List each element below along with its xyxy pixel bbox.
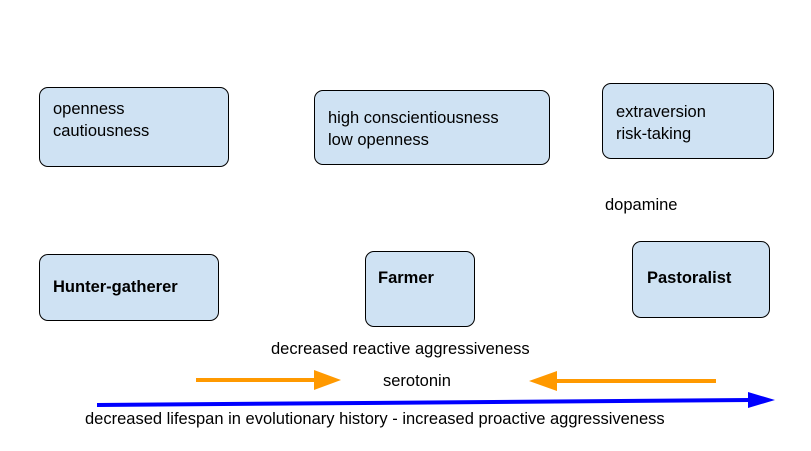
- pastoralist-trait-risk-taking: risk-taking: [616, 125, 692, 143]
- pastoralist-box: Pastoralist: [632, 241, 770, 318]
- hunter-gatherer-box: Hunter-gatherer: [39, 254, 219, 321]
- hunter-trait-openness: openness: [53, 100, 125, 118]
- reactive-aggressiveness-label: decreased reactive aggressiveness: [271, 340, 530, 358]
- farmer-traits-box: high conscientiousness low openness: [314, 90, 550, 165]
- farmer-trait-conscientiousness: high conscientiousness: [328, 109, 499, 127]
- lifespan-aggressiveness-label: decreased lifespan in evolutionary histo…: [85, 410, 665, 428]
- serotonin-label: serotonin: [383, 372, 451, 390]
- farmer-box: Farmer: [365, 251, 475, 327]
- farmer-label: Farmer: [378, 269, 434, 287]
- orange-arrow-left: [529, 371, 716, 391]
- hunter-traits-box: openness cautiousness: [39, 87, 229, 167]
- hunter-trait-cautiousness: cautiousness: [53, 122, 150, 140]
- pastoralist-label: Pastoralist: [647, 269, 732, 287]
- hunter-gatherer-label: Hunter-gatherer: [53, 278, 178, 296]
- pastoralist-trait-extraversion: extraversion: [616, 103, 706, 121]
- blue-arrow-right: [96, 392, 775, 408]
- pastoralist-traits-box: extraversion risk-taking: [602, 83, 774, 159]
- farmer-trait-openness: low openness: [328, 131, 429, 149]
- dopamine-label: dopamine: [605, 196, 678, 214]
- orange-arrow-right: [196, 370, 341, 390]
